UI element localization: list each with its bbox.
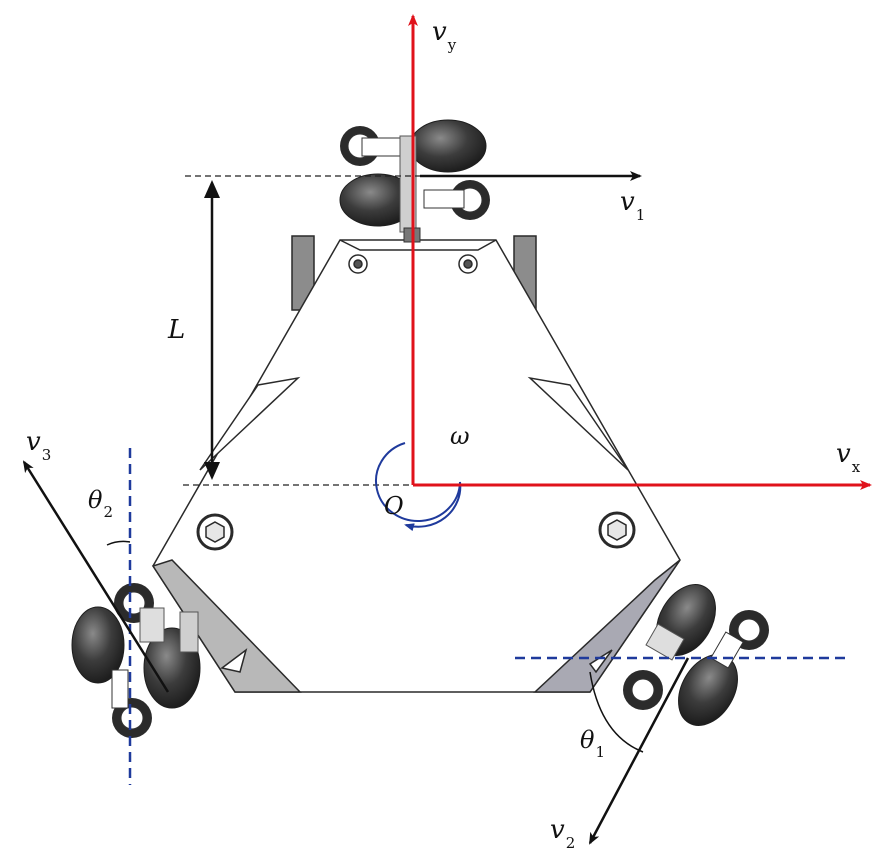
origin-label: O bbox=[384, 492, 404, 520]
theta1-arc bbox=[589, 671, 644, 753]
v3-label: v3 bbox=[26, 427, 51, 464]
L-dimension-arrow bbox=[204, 180, 220, 480]
vy-label: vy bbox=[432, 17, 457, 54]
omega-rotation-arrow bbox=[375, 442, 462, 532]
bolt-icon bbox=[196, 513, 234, 551]
robot-chassis bbox=[151, 235, 681, 693]
v2-arrow bbox=[588, 657, 690, 845]
omega-label: ω bbox=[450, 422, 470, 450]
left-corner-plate bbox=[151, 559, 302, 693]
theta1-label: θ1 bbox=[580, 726, 605, 761]
theta2-arc bbox=[106, 540, 131, 546]
reference-lines bbox=[128, 175, 850, 785]
left-wheel-module bbox=[71, 583, 201, 738]
top-wheel-module bbox=[339, 119, 490, 243]
v3-arrow bbox=[22, 460, 170, 693]
vx-label: vx bbox=[836, 439, 861, 476]
bolt-icon bbox=[598, 511, 636, 549]
bolt-icon bbox=[458, 254, 478, 274]
v2-label: v2 bbox=[550, 815, 575, 852]
bolt-icon bbox=[348, 254, 368, 274]
v1-label: v1 bbox=[620, 187, 645, 224]
L-label: L bbox=[167, 315, 185, 345]
right-wheel-module bbox=[623, 584, 769, 726]
theta2-label: θ2 bbox=[88, 486, 113, 521]
